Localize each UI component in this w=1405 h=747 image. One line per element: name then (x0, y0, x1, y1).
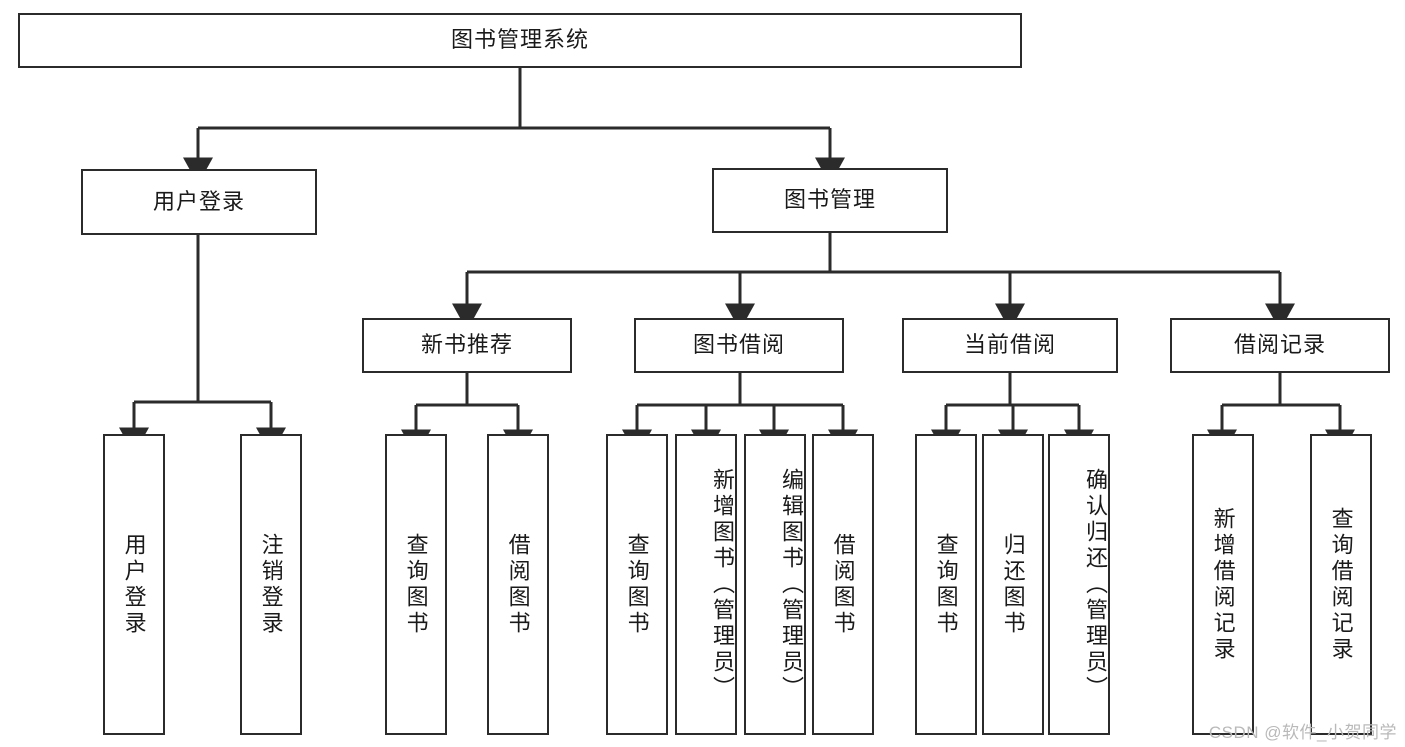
leaf-query-borrow-record[interactable]: 查询借阅记录 (1310, 434, 1372, 735)
leaf-query-book-current[interactable]: 查询图书 (915, 434, 977, 735)
leaf-borrow-book-recommend[interactable]: 借阅图书 (487, 434, 549, 735)
leaf-user-login[interactable]: 用户登录 (103, 434, 165, 735)
csdn-watermark: CSDN @软件_小贺同学 (1208, 723, 1397, 742)
node-new-book-recommend[interactable]: 新书推荐 (362, 318, 572, 373)
node-user-login[interactable]: 用户登录 (81, 169, 317, 235)
leaf-confirm-return-admin[interactable]: 确认归还（管理员） (1048, 434, 1110, 735)
leaf-edit-book-admin[interactable]: 编辑图书（管理员） (744, 434, 806, 735)
leaf-return-book[interactable]: 归还图书 (982, 434, 1044, 735)
node-book-borrow[interactable]: 图书借阅 (634, 318, 844, 373)
leaf-query-book-recommend[interactable]: 查询图书 (385, 434, 447, 735)
node-borrow-record[interactable]: 借阅记录 (1170, 318, 1390, 373)
leaf-user-logout[interactable]: 注销登录 (240, 434, 302, 735)
node-book-management[interactable]: 图书管理 (712, 168, 948, 233)
leaf-borrow-book[interactable]: 借阅图书 (812, 434, 874, 735)
leaf-query-book-borrow[interactable]: 查询图书 (606, 434, 668, 735)
leaf-add-borrow-record[interactable]: 新增借阅记录 (1192, 434, 1254, 735)
leaf-add-book-admin[interactable]: 新增图书（管理员） (675, 434, 737, 735)
node-current-borrow[interactable]: 当前借阅 (902, 318, 1118, 373)
node-root-system[interactable]: 图书管理系统 (18, 13, 1022, 68)
